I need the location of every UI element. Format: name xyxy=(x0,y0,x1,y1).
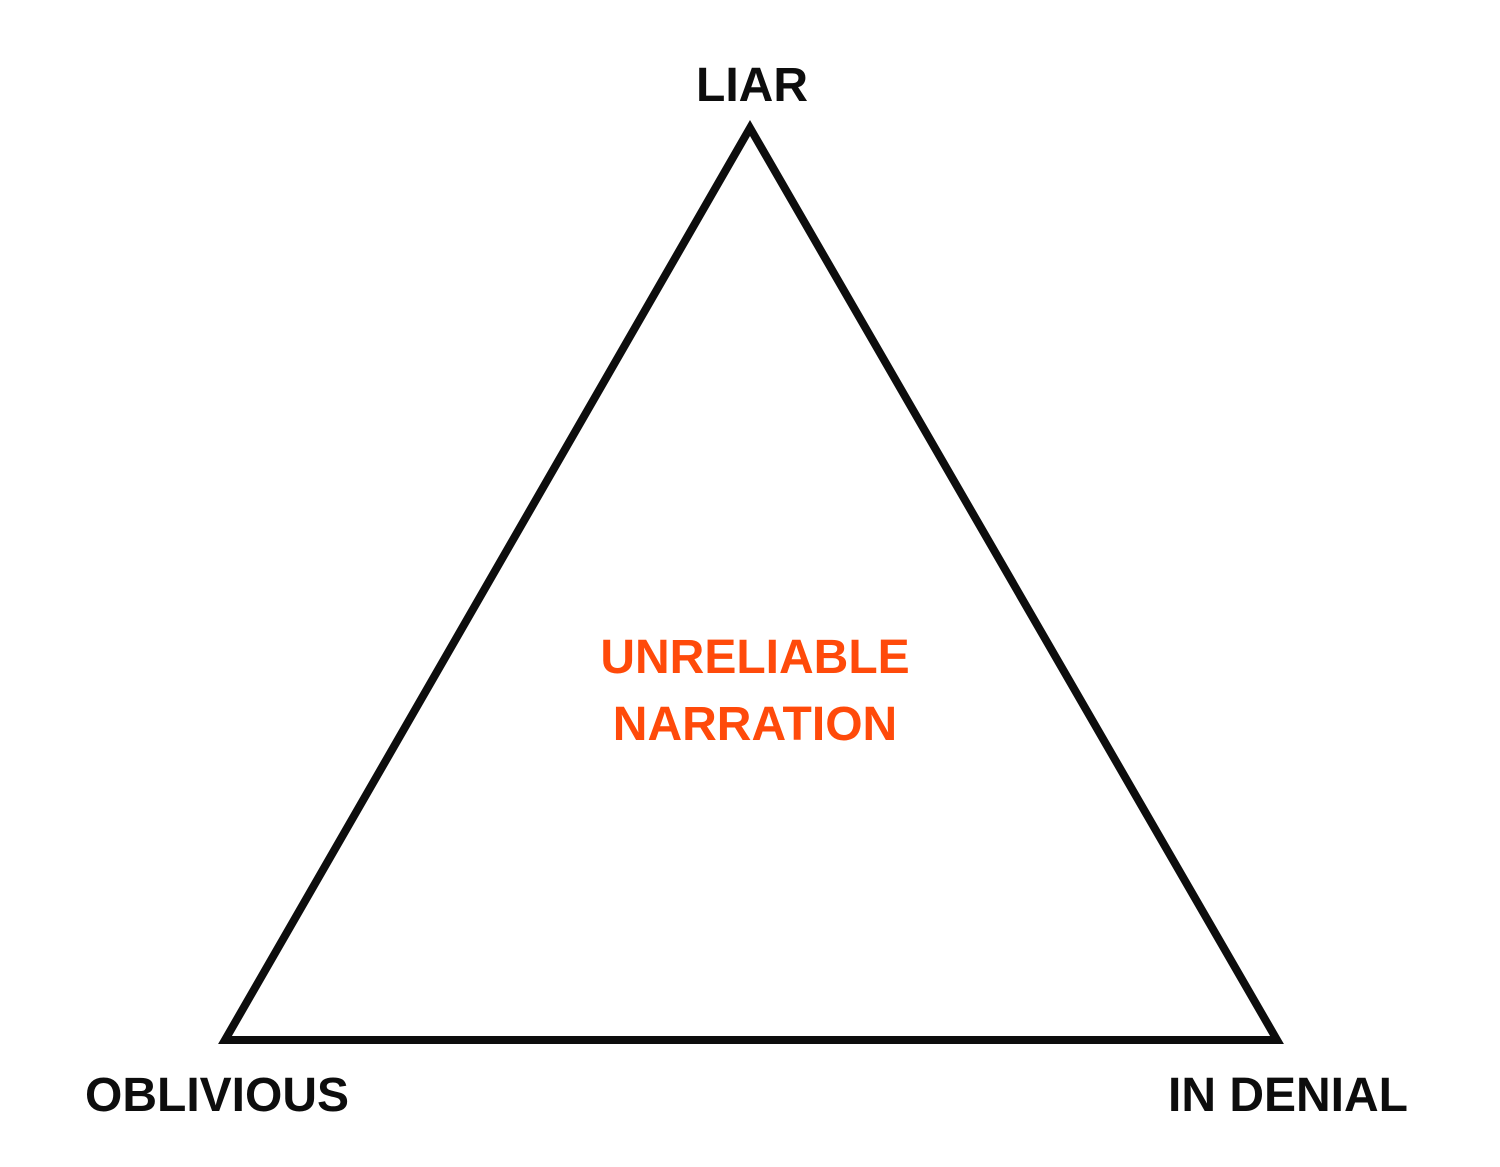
vertex-label-bottom-left: OBLIVIOUS xyxy=(85,1069,350,1122)
vertex-label-bottom-right: IN DENIAL xyxy=(1168,1069,1408,1122)
vertex-label-top: LIAR xyxy=(696,59,808,112)
center-label-line1: UNRELIABLE xyxy=(600,631,910,684)
center-label-line2: NARRATION xyxy=(612,698,898,751)
triangle-outline xyxy=(218,119,1284,1044)
